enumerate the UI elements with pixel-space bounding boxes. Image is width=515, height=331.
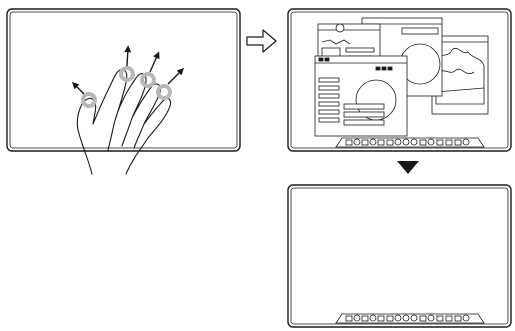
hollow-arrow-right-icon — [247, 30, 276, 52]
swipe-arrow-index — [127, 48, 128, 66]
dock-bar-icon — [336, 314, 484, 323]
dock-bar-icon — [336, 138, 484, 147]
window-front — [315, 56, 407, 136]
solid-triangle-down-icon — [397, 161, 419, 174]
screen-panel-desktop — [288, 185, 511, 327]
